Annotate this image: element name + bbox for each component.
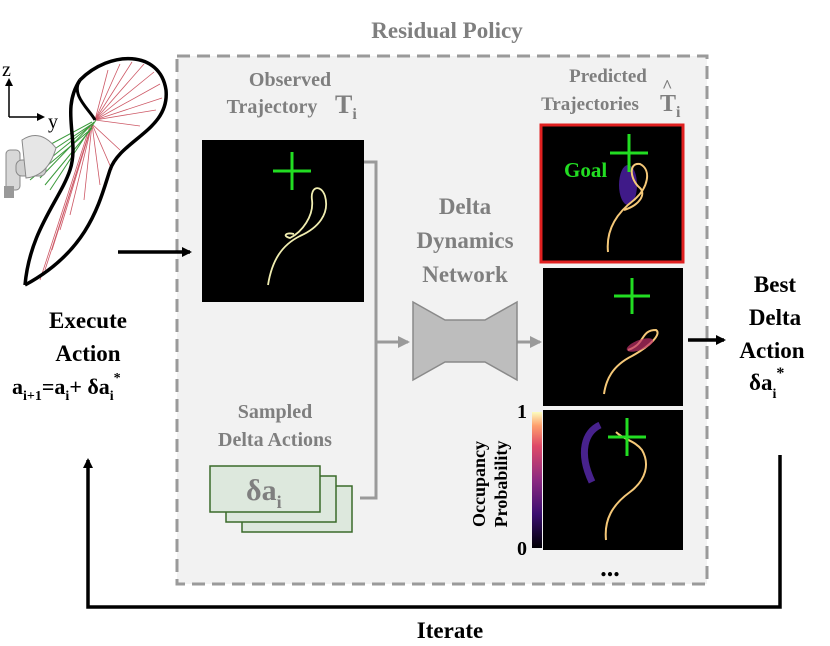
iterate-loop-arrow [83,455,782,609]
goal-label: Goal [564,158,607,182]
y-axis-label: y [48,111,58,133]
goal-cross-2 [614,278,650,314]
execute-update-equation: ai+1=ai+ δai* [12,371,121,404]
predicted-trajectory-2 [543,268,683,406]
diagram-title: Residual Policy [371,18,523,43]
best-label-line1: Best [754,272,797,297]
more-ellipsis: ... [600,553,620,582]
network-label-line2: Dynamics [416,228,513,253]
iterate-label: Iterate [417,618,483,643]
goal-cross-3 [608,418,646,456]
execute-label-line2: Action [55,341,120,366]
best-label-line2: Delta [749,305,802,330]
best-label-line3: Action [739,338,804,363]
observed-label-line1: Observed [249,69,331,91]
best-delta-symbol: δai* [749,365,784,402]
network-hourglass-shape [412,300,518,382]
predicted-trajectory-best: Goal [539,123,685,264]
sampled-label-line2: Delta Actions [218,429,332,451]
observed-symbol: Ti [335,90,357,123]
predicted-trajectory-3 [543,410,683,550]
predicted-hat: ^ [662,76,672,96]
network-label-line3: Network [422,262,508,287]
colorbar-min: 0 [517,538,527,560]
predicted-label-line1: Predicted [569,66,647,87]
z-axis-label: z [2,59,11,81]
delta-card-symbol: δai [246,474,282,512]
predicted-label-line2: Trajectories [541,94,639,115]
colorbar-max: 1 [517,401,527,423]
execute-label-line1: Execute [49,308,127,333]
network-label-line1: Delta [439,194,492,219]
goal-cross-observed [273,152,311,190]
robot-rope-illustration [4,57,168,287]
sampled-label-line1: Sampled [238,401,312,423]
observed-trajectory-image [202,140,364,302]
axis-indicator: z y [2,59,58,133]
predicted-symbol: Ti [660,91,681,121]
robot-arm [4,135,57,198]
occupancy-colorbar: 1 0 Occupancy Probability [469,401,542,560]
goal-cross-best [610,134,648,172]
observed-label-line2: Trajectory [227,96,318,118]
colorbar-label-line2: Probability [491,441,511,528]
colorbar-label-line1: Occupancy [469,441,489,527]
delta-action-cards: δai [209,465,353,533]
